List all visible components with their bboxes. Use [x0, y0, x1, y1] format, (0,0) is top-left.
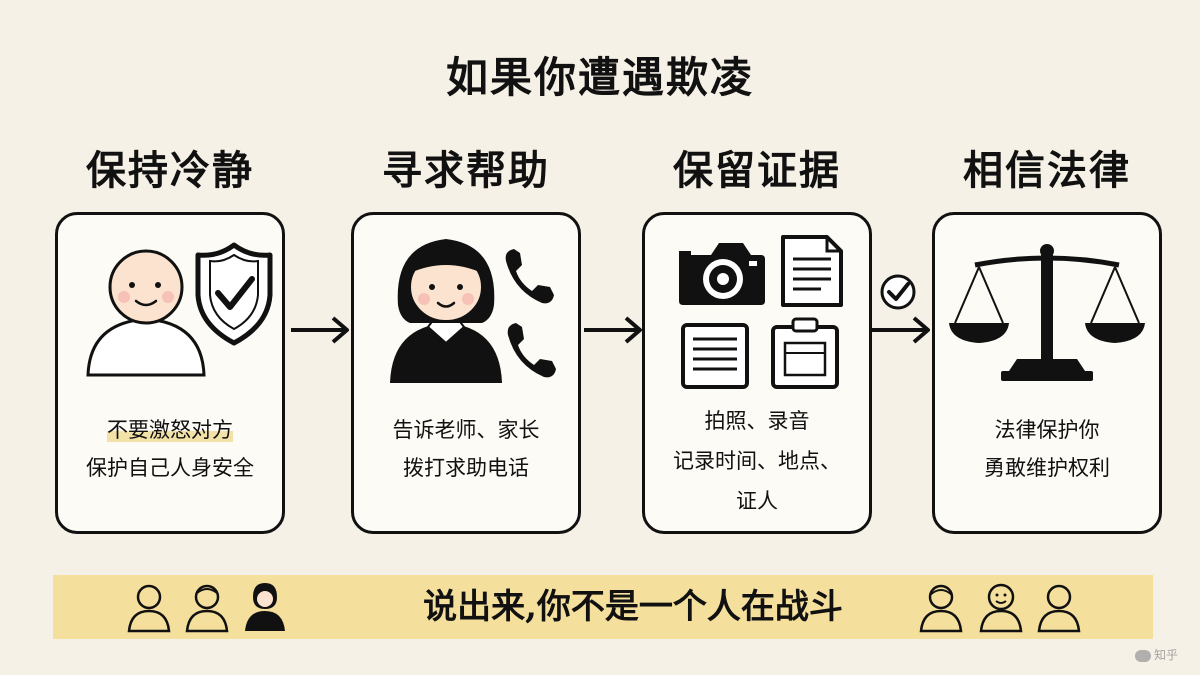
arrow-right-icon: [870, 274, 930, 344]
phone-icon: [505, 249, 556, 378]
arrow-right-icon: [291, 316, 349, 344]
step-card: 法律保护你 勇敢维护权利: [932, 212, 1162, 534]
shield-check-icon: [195, 242, 273, 346]
desc-line: 拨打求助电话: [403, 456, 529, 480]
people-group-right: [919, 583, 1081, 633]
page-title: 如果你遭遇欺凌: [445, 53, 754, 102]
arrow-right-icon: [584, 316, 642, 344]
step-card: 不要激怒对方 保护自己人身安全: [55, 212, 285, 534]
desc-line: 证人: [736, 489, 778, 513]
desc-line: 记录时间、地点、: [673, 449, 841, 473]
step-seek-help: 寻求帮助 告诉老师、家长 拨打求助电话: [351, 140, 581, 534]
desc-line: 法律保护你: [994, 418, 1100, 442]
person-smile-icon: [979, 583, 1023, 633]
girl-icon: [390, 239, 502, 383]
people-group-left: [127, 583, 285, 633]
step-trust-law: 相信法律 法律保护你 勇敢维护权利: [932, 140, 1162, 534]
watermark-text: 知乎: [1153, 648, 1178, 662]
step-card: 告诉老师、家长 拨打求助电话: [351, 212, 581, 534]
desc-line: 告诉老师、家长: [392, 418, 540, 442]
person-outline-icon: [185, 584, 229, 633]
step-keep-evidence: 保留证据: [642, 140, 872, 534]
desc-line: 保护自己人身安全: [86, 456, 254, 480]
watermark-logo-icon: [1134, 649, 1151, 662]
step-title: 保持冷静: [86, 147, 254, 194]
check-circle-icon: [880, 274, 916, 310]
scales-of-justice-icon: [949, 244, 1145, 381]
step-description: 告诉老师、家长 拨打求助电话: [354, 411, 578, 487]
person-outline-icon: [1037, 584, 1081, 633]
document-icon: [781, 235, 843, 307]
step-card: 拍照、录音 记录时间、地点、 证人: [642, 212, 872, 534]
person-outline-icon: [127, 584, 171, 633]
person-outline-icon: [919, 584, 963, 633]
bottom-banner: 说出来,你不是一个人在战斗: [53, 575, 1153, 639]
watermark: 知乎: [1134, 646, 1178, 663]
banner-text: 说出来,你不是一个人在战斗: [423, 587, 843, 627]
notepad-icon: [681, 323, 749, 389]
step-stay-calm: 保持冷静 不要激怒对方 保护自己人身安全: [55, 140, 285, 534]
step-title: 相信法律: [963, 147, 1131, 194]
step-description: 不要激怒对方 保护自己人身安全: [58, 411, 282, 487]
camera-icon: [679, 243, 765, 305]
person-icon: [86, 249, 206, 377]
desc-line: 不要激怒对方: [107, 418, 233, 442]
step-description: 法律保护你 勇敢维护权利: [935, 411, 1159, 487]
step-description: 拍照、录音 记录时间、地点、 证人: [645, 401, 869, 521]
step-title: 保留证据: [673, 147, 841, 194]
desc-line: 勇敢维护权利: [984, 456, 1110, 480]
step-title: 寻求帮助: [382, 147, 550, 194]
desc-line: 拍照、录音: [704, 409, 810, 433]
person-filled-icon: [245, 583, 285, 631]
clipboard-icon: [771, 317, 839, 389]
